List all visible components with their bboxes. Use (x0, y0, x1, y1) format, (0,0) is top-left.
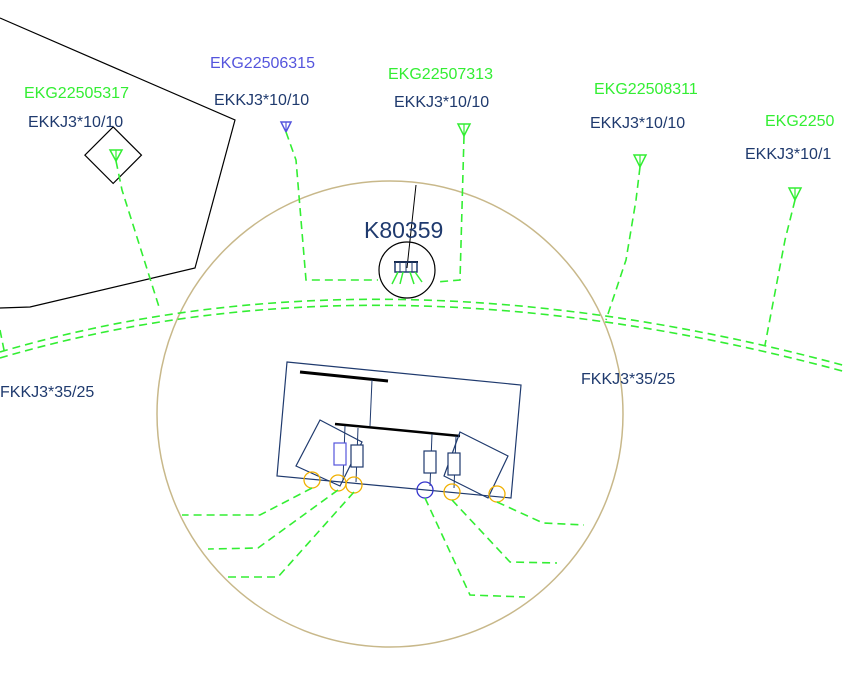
fuse-icon (423, 450, 437, 474)
service-area-circle (156, 180, 624, 648)
service-cable-5 (764, 199, 796, 346)
cabinet-symbol (391, 261, 423, 285)
main-cable-label-left: FKKJ3*35/25 (0, 384, 95, 401)
cabinet-detail (276, 361, 522, 503)
house-id-2: EKG22506315 (210, 55, 315, 72)
circle-connector-icon (345, 476, 363, 494)
fuse-icon (350, 444, 364, 468)
service-cable-1b (0, 329, 6, 356)
service-cable-3 (435, 135, 465, 283)
substation-id: K80359 (364, 217, 444, 243)
cable-type-4: EKKJ3*10/10 (590, 115, 686, 132)
house-id-1: EKG22505317 (24, 85, 129, 102)
house-id-3: EKG22507313 (388, 66, 493, 83)
outgoing-cables (182, 487, 585, 598)
circle-connector-icon (488, 485, 506, 503)
cable-type-1: EKKJ3*10/10 (28, 114, 124, 131)
cable-type-3: EKKJ3*10/10 (394, 94, 490, 111)
meter-box (84, 126, 143, 185)
building-outline (0, 17, 236, 309)
cabinet-feed-line (406, 184, 417, 269)
antenna-icon (279, 121, 293, 134)
service-cable-2 (285, 131, 378, 281)
main-cable-label-right: FKKJ3*35/25 (581, 371, 676, 388)
main-feeder-cable (0, 298, 846, 367)
service-cable-4 (605, 166, 641, 321)
antenna-icon (456, 123, 472, 138)
cable-type-2: EKKJ3*10/10 (214, 92, 310, 109)
cabinet-circle (378, 241, 436, 299)
house-id-5: EKG2250 (765, 113, 835, 130)
antenna-icon (787, 187, 803, 202)
antenna-icon (632, 154, 648, 169)
main-feeder-cable-2 (0, 304, 846, 373)
fuse-icon (447, 452, 461, 476)
house-id-4: EKG22508311 (594, 81, 698, 98)
service-cable-1 (115, 160, 161, 311)
fuse-icon (333, 442, 347, 466)
cable-type-5: EKKJ3*10/1 (745, 146, 832, 163)
antenna-icon (108, 149, 124, 163)
